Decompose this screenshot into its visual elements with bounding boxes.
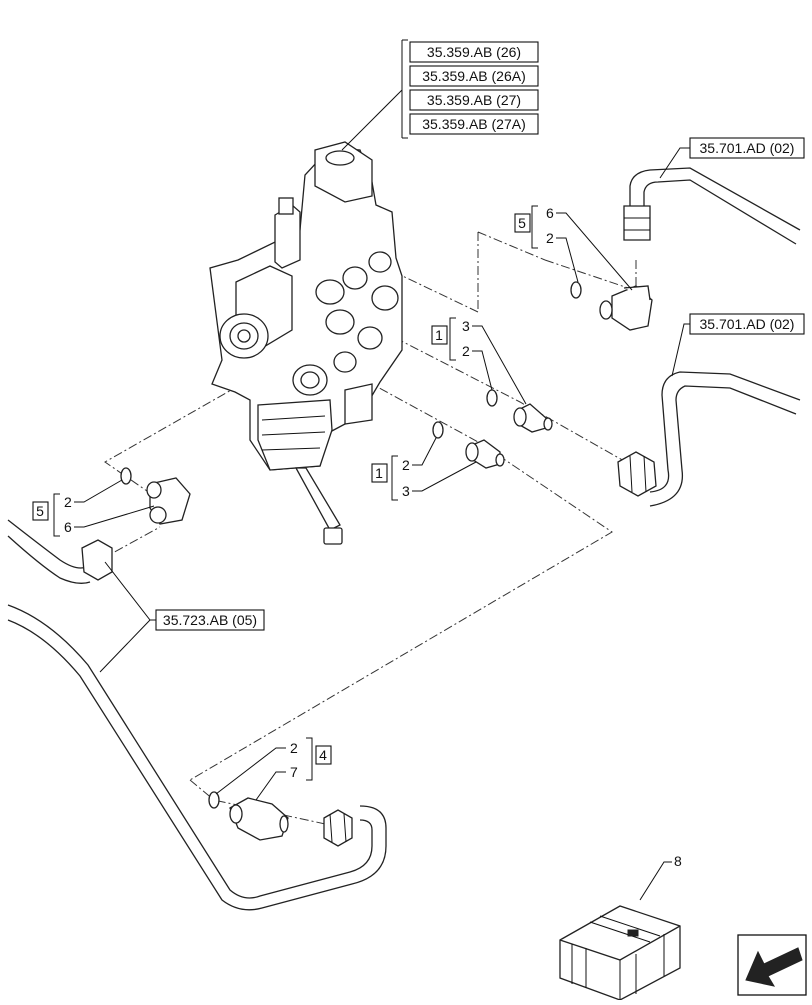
valve-ref-group: 35.359.AB (26) 35.359.AB (26A) 35.359.AB… [341,39,539,151]
kit-mid-lower-item-1: 2 [402,457,410,473]
kit-mid-upper-number[interactable]: 1 [435,327,443,343]
callout-crate: 8 [639,853,682,901]
kit-mid-upper-item-2: 2 [462,343,470,359]
valve-ref-26[interactable]: 35.359.AB (26) [427,44,521,60]
elbow-fitting-left [146,477,191,525]
valve-ref-27[interactable]: 35.359.AB (27) [427,92,521,108]
shipping-crate-icon [559,905,681,1001]
kit-mid-upper-item-1: 3 [462,318,470,334]
kit-upper-right-number[interactable]: 5 [518,215,526,231]
kit-upper-right-item-2: 2 [546,230,554,246]
pipe-ref-middle: 35.701.AD (02) [671,313,805,377]
elbow-fitting-bottom [229,797,289,841]
callout-kit-mid-lower: 1 2 3 [371,437,477,501]
pipe-upper-right [623,167,801,245]
pipe-lower-left [7,519,387,911]
pipe-ref-middle-label[interactable]: 35.701.AD (02) [700,316,795,332]
callout-kit-upper-right: 5 6 2 [514,205,633,291]
valve-ref-27a[interactable]: 35.359.AB (27A) [422,116,526,132]
callout-kit-mid-upper: 1 3 2 [431,317,527,405]
kit-mid-lower-item-2: 3 [402,483,410,499]
pipe-ref-upper-label[interactable]: 35.701.AD (02) [700,140,795,156]
o-rings [120,281,582,809]
kit-left-item-2: 6 [64,519,72,535]
arrow-down-left-icon[interactable] [737,934,807,996]
pipe-ref-upper: 35.701.AD (02) [659,137,805,179]
callout-kit-left: 5 2 6 [32,479,155,537]
kit-upper-right-item-1: 6 [546,205,554,221]
control-valve-icon [209,141,403,545]
elbow-fitting-upper-right [599,285,653,331]
pipe-ref-lower-label[interactable]: 35.723.AB (05) [163,612,257,628]
straight-fitting-mid-lower [465,439,505,469]
kit-mid-lower-number[interactable]: 1 [375,465,383,481]
callout-kit-bottom: 4 2 7 [215,737,332,801]
straight-fitting-mid-upper [513,403,553,433]
kit-bottom-item-2: 7 [290,764,298,780]
kit-bottom-item-1: 2 [290,740,298,756]
valve-ref-26a[interactable]: 35.359.AB (26A) [422,68,526,84]
kit-bottom-number[interactable]: 4 [319,747,327,763]
pipe-ref-lower: 35.723.AB (05) [99,561,265,673]
crate-item-number[interactable]: 8 [674,853,682,869]
kit-left-number[interactable]: 5 [36,503,44,519]
assembly-lines [99,231,641,826]
pipe-middle-right [617,371,801,507]
kit-left-item-1: 2 [64,494,72,510]
